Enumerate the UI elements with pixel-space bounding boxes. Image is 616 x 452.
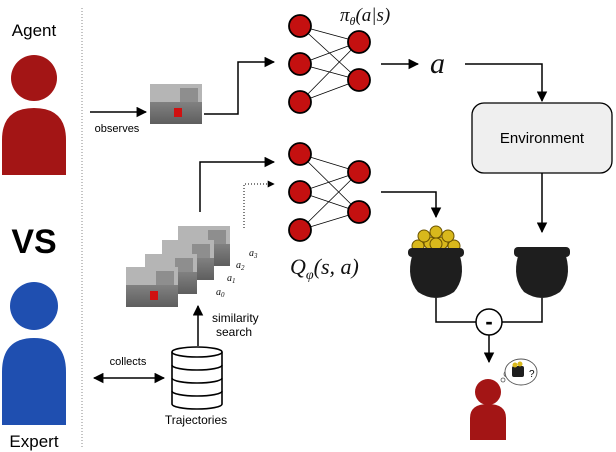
q-network [288, 142, 371, 242]
obs-to-policy-arrow [204, 56, 276, 115]
a3-label: a3 [249, 248, 258, 260]
policy-neuron [288, 14, 312, 38]
a1-label: a1 [227, 273, 236, 285]
policy-label: πθ(a|s) [340, 5, 390, 28]
empty-pot-icon [514, 247, 570, 298]
q-neuron [347, 200, 371, 224]
thought-bubble: ? [500, 358, 538, 386]
similarity-label-line2: search [216, 325, 252, 339]
policy-neuron [347, 30, 371, 54]
environment-label: Environment [500, 130, 585, 147]
minus-symbol: - [485, 309, 492, 334]
policy-neuron [347, 68, 371, 92]
agent-person-icon [2, 55, 66, 175]
empty-pot-to-minus-line [502, 298, 543, 323]
q-neuron [288, 180, 312, 204]
action-label: a [430, 47, 445, 80]
policy-neuron [288, 90, 312, 114]
action-to-env-line [465, 63, 548, 103]
q-to-pot-arrow [381, 191, 442, 219]
q-neuron [347, 160, 371, 184]
traj-to-q-arrow-1 [199, 156, 276, 212]
expert-person-icon [2, 282, 66, 425]
q-neuron [288, 142, 312, 166]
vs-label: VS [11, 223, 56, 261]
similarity-label-line1: similarity [212, 311, 259, 325]
q-label: Qφ(s, a) [290, 254, 359, 283]
agent-label: Agent [12, 21, 57, 40]
traj-to-q-arrow-2 [243, 180, 275, 228]
collects-label: collects [110, 356, 147, 368]
policy-neuron [288, 52, 312, 76]
gold-pot-icon [408, 225, 464, 298]
observes-label: observes [95, 123, 140, 135]
action-sequence-labels: a3 a2 a1 a0 [216, 248, 258, 299]
thinking-person-icon [470, 379, 506, 440]
database-icon [171, 346, 223, 410]
policy-network [288, 14, 371, 114]
observation-image [150, 84, 202, 124]
a0-label: a0 [216, 287, 225, 299]
expert-label: Expert [9, 432, 58, 451]
a2-label: a2 [236, 260, 245, 272]
q-neuron [288, 218, 312, 242]
question-mark: ? [529, 369, 535, 380]
trajectories-label: Trajectories [165, 413, 227, 427]
trajectory-frames [126, 226, 230, 307]
gold-pot-to-minus-line [435, 298, 476, 323]
